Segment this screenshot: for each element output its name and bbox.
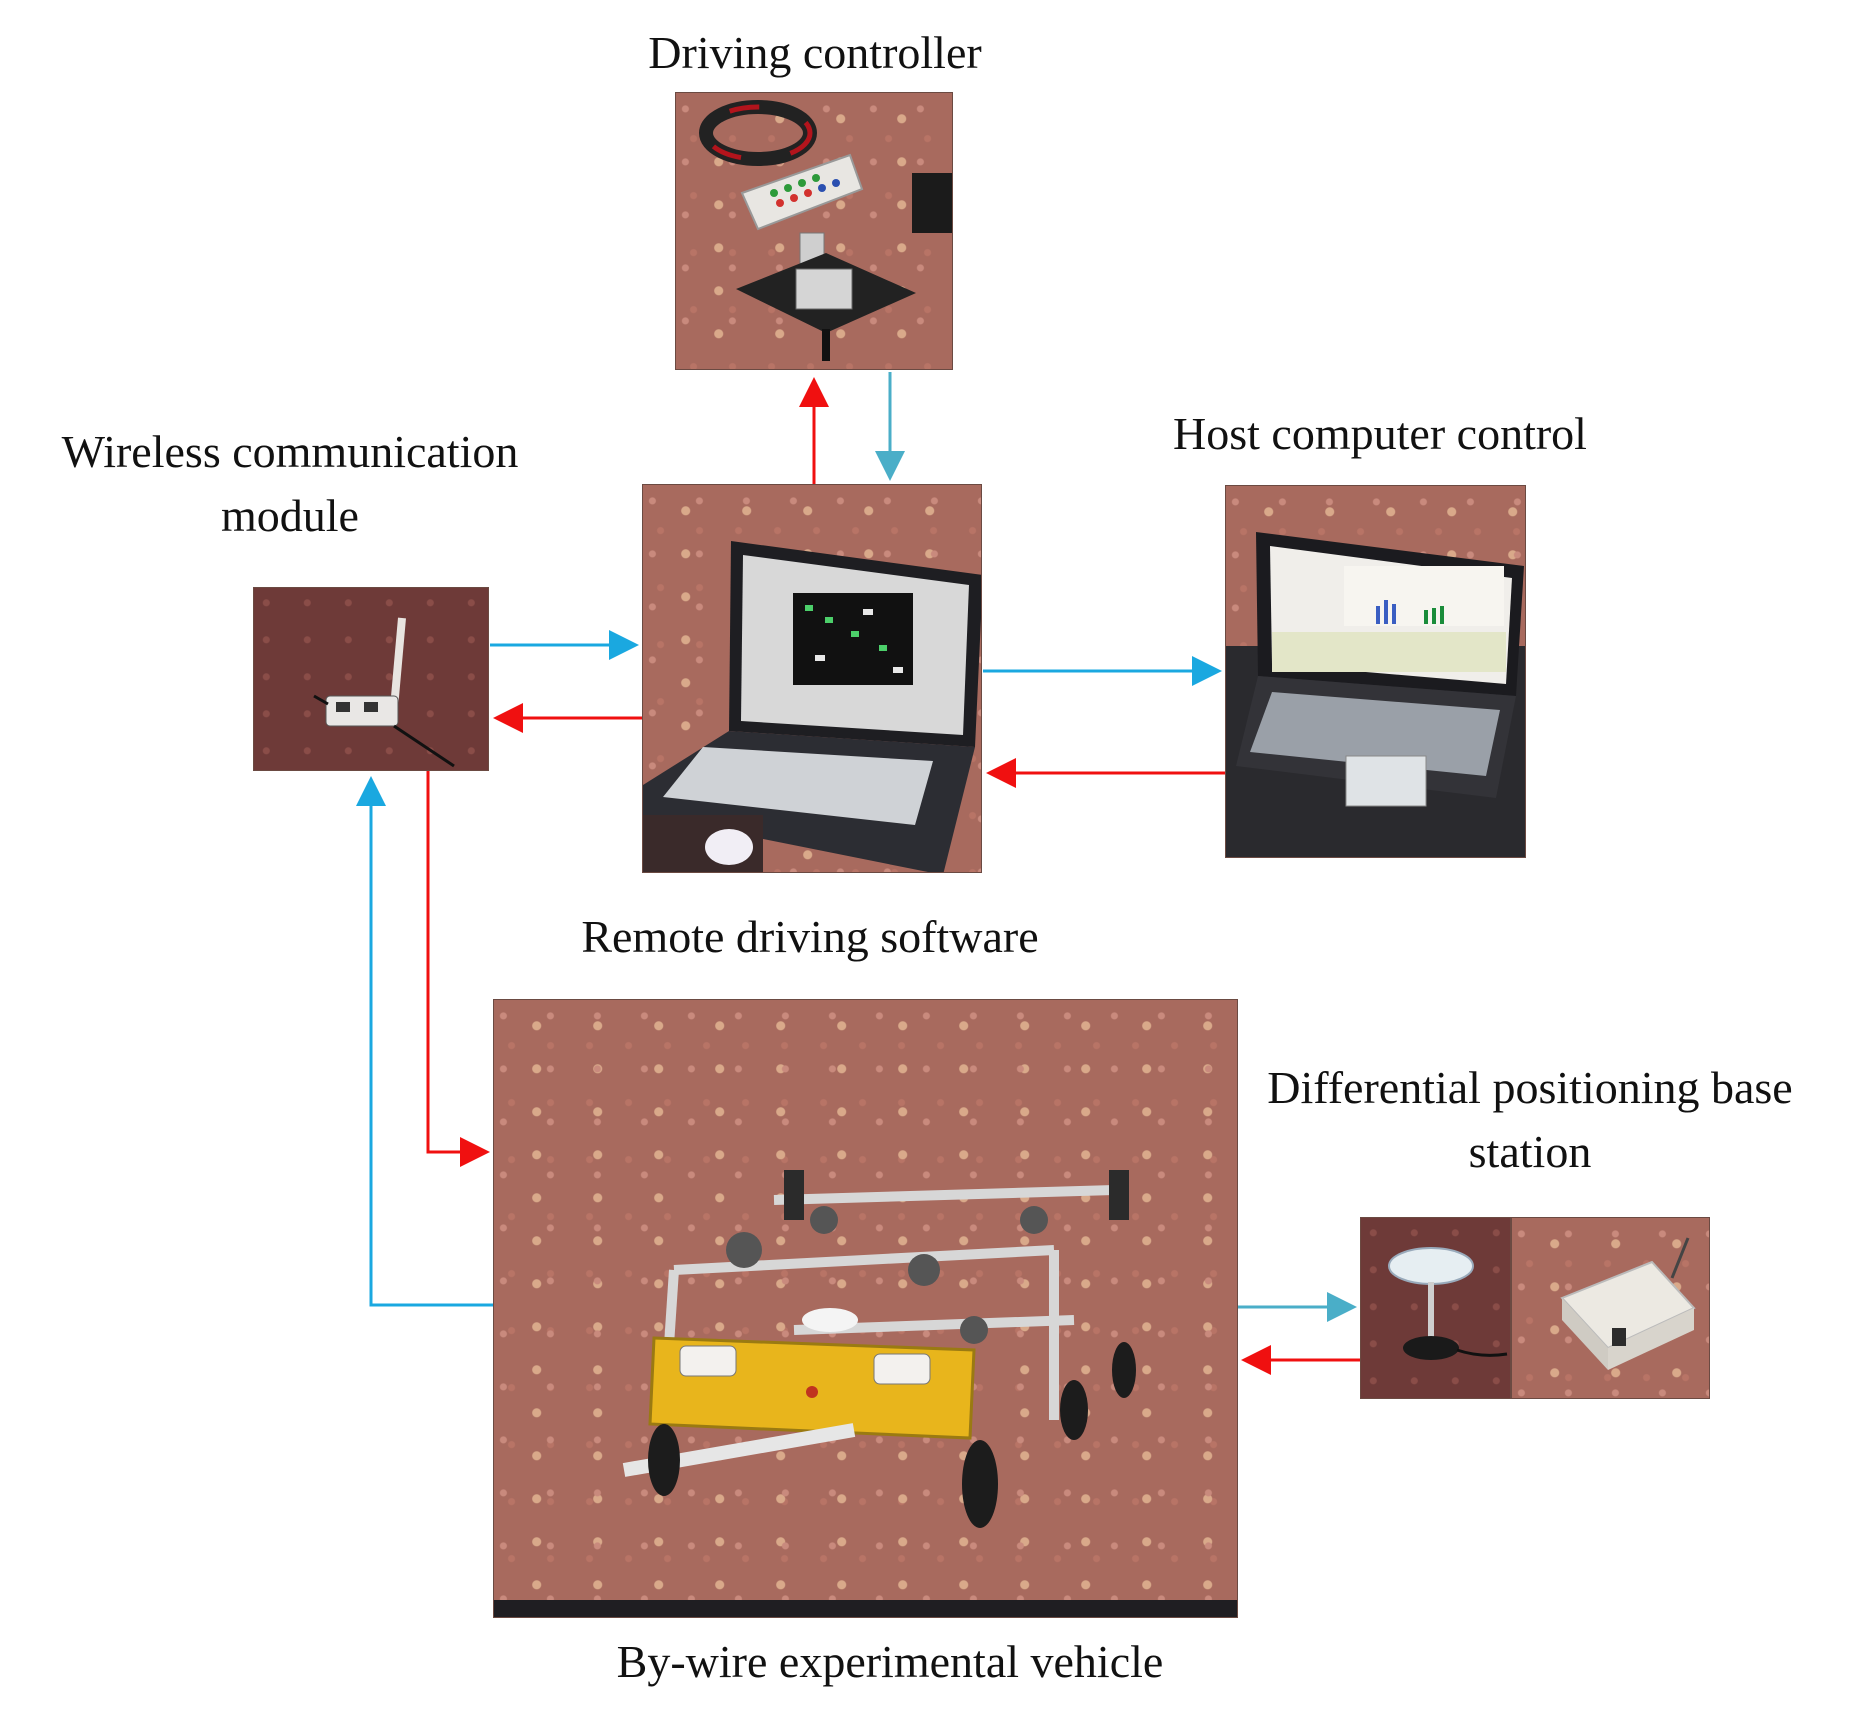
laptop-icon [643, 541, 981, 872]
antenna-icon [313, 617, 455, 768]
base-station-receiver-photo [1511, 1217, 1710, 1399]
by-wire-vehicle-photo [493, 999, 1238, 1618]
laptop-icon [1226, 532, 1525, 857]
driving-controller-photo [675, 92, 953, 370]
base-station-antenna-photo [1360, 1217, 1511, 1399]
robot-vehicle-icon [494, 1170, 1237, 1617]
label-wireless-module-line1: Wireless communication [61, 426, 519, 477]
label-wireless-module-line2: module [221, 490, 359, 541]
host-computer-laptop-photo [1225, 485, 1526, 858]
steering-wheel-icon [699, 100, 952, 361]
label-differential-line2: station [1468, 1126, 1592, 1177]
label-vehicle: By-wire experimental vehicle [616, 1636, 1164, 1687]
arrow-vehicle-to-wireless [356, 776, 493, 1307]
receiver-box-icon [1560, 1237, 1696, 1370]
remote-driving-laptop-photo [642, 484, 982, 873]
label-remote-software: Remote driving software [581, 911, 1039, 962]
label-host-computer: Host computer control [1173, 408, 1587, 459]
gnss-antenna-icon [1388, 1247, 1508, 1360]
label-driving-controller: Driving controller [648, 27, 982, 78]
arrow-wireless-to-vehicle [426, 771, 490, 1167]
label-differential-line1: Differential positioning base [1267, 1062, 1793, 1113]
wireless-module-photo [253, 587, 489, 771]
